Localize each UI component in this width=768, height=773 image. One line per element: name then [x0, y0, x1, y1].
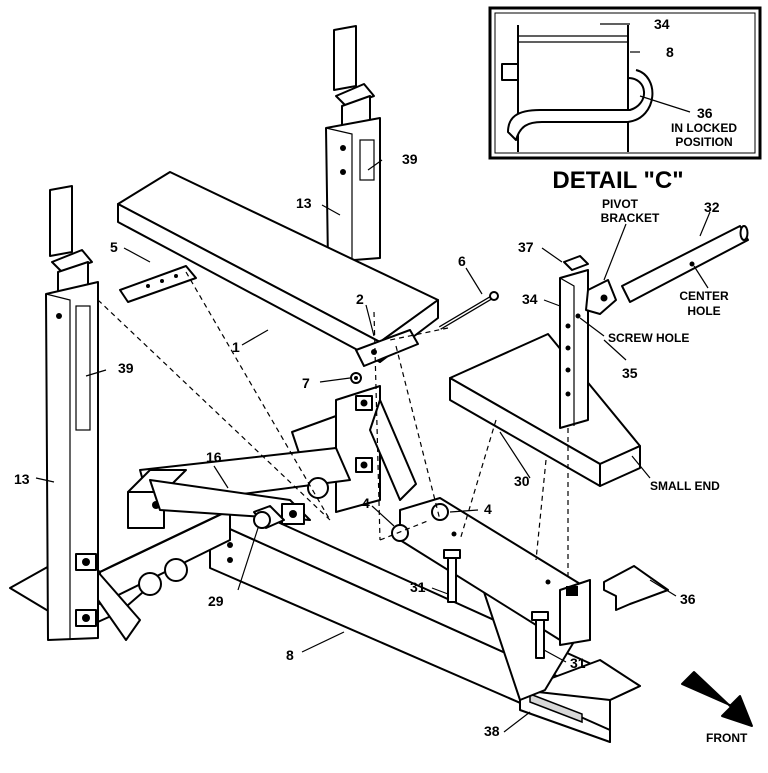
seat-support — [127, 385, 417, 529]
lock-knob-right — [164, 558, 188, 582]
label-5: 5 — [110, 239, 118, 255]
left-upright — [45, 185, 141, 641]
detail-c-leaders — [600, 23, 691, 113]
label-8: 8 — [286, 647, 294, 663]
front-label: FRONT — [706, 731, 748, 745]
label-4-left: 4 — [362, 495, 370, 511]
arm-knob — [307, 477, 329, 499]
center-hole — [689, 261, 695, 267]
label-39-left: 39 — [118, 360, 134, 376]
label-7: 7 — [302, 375, 310, 391]
screw-hole — [575, 313, 581, 319]
bracket-2 — [355, 329, 419, 367]
front-arrow-icon — [681, 671, 753, 727]
center-hole-label-line1: CENTER — [679, 289, 729, 303]
bolt-31-right — [531, 611, 549, 659]
pivot-bracket-label-line1: PIVOT — [602, 197, 639, 211]
bolt-6 — [438, 291, 499, 330]
left-upright-label-39 — [75, 305, 91, 431]
label-6: 6 — [458, 253, 466, 269]
pin-36 — [603, 565, 669, 611]
left-upright-tube — [45, 281, 99, 641]
label-16: 16 — [206, 449, 222, 465]
locked-note-line2: POSITION — [675, 135, 732, 149]
support-brace — [369, 399, 417, 501]
detail-c-frame — [488, 6, 762, 160]
detail-callout-36: 36 — [697, 105, 713, 121]
cap-37 — [563, 255, 589, 271]
tube-end — [127, 491, 165, 529]
base-frame — [9, 497, 641, 743]
label-36: 36 — [680, 591, 696, 607]
center-hole-label-line2: HOLE — [687, 304, 720, 318]
detail-c-inner-frame — [494, 12, 756, 154]
label-29: 29 — [208, 593, 224, 609]
bench-pad-1 — [117, 171, 439, 363]
label-32: 32 — [704, 199, 720, 215]
label-35: 35 — [622, 365, 638, 381]
bushing-4-left — [391, 524, 409, 542]
bushing-4-right — [431, 503, 449, 521]
small-end-attachment — [449, 225, 749, 487]
detail-c-inset: 34 8 36 IN LOCKED POSITION — [488, 6, 762, 160]
label-1: 1 — [232, 339, 240, 355]
bench-pad-top — [117, 171, 439, 343]
small-end-label: SMALL END — [650, 479, 720, 493]
pivot-bracket-label-line2: BRACKET — [601, 211, 660, 225]
label-30: 30 — [514, 473, 530, 489]
lock-knob-left — [138, 572, 162, 596]
bracket-5 — [119, 265, 197, 303]
leader-lines — [35, 159, 711, 733]
label-38: 38 — [484, 723, 500, 739]
detail-callout-8: 8 — [666, 44, 674, 60]
rear-socket — [559, 579, 591, 646]
bolt-31-left — [443, 549, 461, 603]
detail-c-title: DETAIL "C" — [552, 167, 683, 194]
label-37: 37 — [518, 239, 534, 255]
label-39-upper: 39 — [402, 151, 418, 167]
label-2: 2 — [356, 291, 364, 307]
label-31-left: 31 — [410, 579, 426, 595]
label-4-right: 4 — [484, 501, 492, 517]
rear-upright-tube — [325, 117, 381, 263]
locked-note-line1: IN LOCKED — [671, 121, 737, 135]
rear-upright — [325, 25, 381, 263]
label-34: 34 — [522, 291, 538, 307]
label-13-upper: 13 — [296, 195, 312, 211]
screw-hole-label: SCREW HOLE — [608, 331, 689, 345]
detail-c-tube — [501, 25, 654, 152]
bar-32 — [621, 225, 749, 303]
label-13-left: 13 — [14, 471, 30, 487]
label-31-right: 31 — [570, 655, 586, 671]
assembly-guide-lines — [97, 271, 569, 580]
detail-callout-34: 34 — [654, 16, 670, 32]
